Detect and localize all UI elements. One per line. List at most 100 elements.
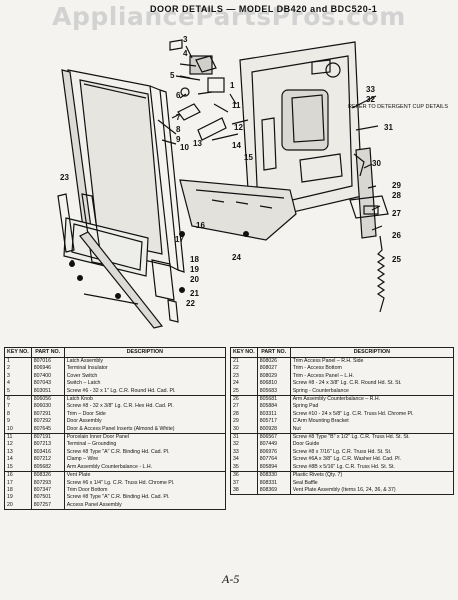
callout-16: 16: [196, 221, 205, 230]
part-number-cell: 807501: [30, 494, 65, 502]
part-number-cell: 808330: [256, 471, 291, 480]
part-number-cell: 803311: [256, 410, 291, 419]
key-number-cell: 10: [4, 425, 32, 434]
part-number-cell: 806056: [30, 395, 65, 404]
callout-3: 3: [183, 35, 188, 44]
part-number-cell: 806810: [256, 380, 291, 388]
key-number-cell: 5: [4, 387, 32, 396]
part-number-cell: 805683: [256, 387, 291, 396]
exploded-parts-diagram: REFER TO DETERGENT CUP DETAILS 3 4 5 6 7…: [57, 35, 448, 329]
col-header-description: DESCRIPTION: [63, 347, 227, 358]
description-cell: Screw #8 Type "B" x 1/2" Lg. C.R. Truss …: [289, 433, 455, 442]
key-number-cell: 32: [230, 441, 258, 449]
key-number-cell: 30: [230, 425, 258, 434]
key-number-cell: 17: [4, 479, 32, 487]
part-number-cell: 807400: [30, 372, 65, 381]
part-number-cell: 807347: [30, 486, 65, 495]
col-header-key: KEY NO.: [4, 347, 32, 358]
key-number-cell: 9: [4, 418, 32, 426]
part-number-cell: 805682: [30, 463, 65, 472]
callout-30: 30: [372, 159, 381, 168]
key-number-cell: 22: [230, 365, 258, 373]
key-number-cell: 34: [230, 456, 258, 464]
description-cell: Latch Assembly: [63, 357, 227, 366]
part-number-cell: 806946: [30, 365, 65, 373]
part-number-cell: 807191: [30, 433, 65, 442]
callout-21: 21: [190, 289, 199, 298]
part-number-cell: 805894: [256, 463, 291, 472]
part-number-cell: 808026: [256, 357, 291, 366]
callout-14: 14: [232, 141, 241, 150]
callout-8: 8: [176, 125, 181, 134]
description-cell: Vent Plate: [63, 471, 227, 480]
key-number-cell: 31: [230, 433, 258, 442]
part-number-cell: 808027: [256, 365, 291, 373]
key-number-cell: 26: [230, 395, 258, 404]
description-cell: C'Arm Mounting Bracket: [289, 418, 455, 426]
description-cell: Plastic Rivets (Qty. 7): [289, 471, 455, 480]
key-number-cell: 12: [4, 441, 32, 449]
key-number-cell: 38: [230, 486, 258, 496]
key-number-cell: 1: [4, 357, 32, 366]
callout-26: 26: [392, 231, 401, 240]
watermark: AppliancePartsPros.com: [52, 2, 406, 31]
key-number-cell: 33: [230, 448, 258, 457]
description-cell: Door Guide: [289, 441, 455, 449]
callout-12: 12: [234, 123, 243, 132]
key-number-cell: 15: [4, 463, 32, 472]
part-number-cell: 808326: [30, 471, 65, 480]
description-cell: Door Assembly: [63, 418, 227, 426]
key-number-cell: 29: [230, 418, 258, 426]
description-cell: Spring Pad: [289, 403, 455, 411]
key-number-cell: 4: [4, 380, 32, 388]
key-number-cell: 23: [230, 372, 258, 381]
description-cell: Terminal Insulator: [63, 365, 227, 373]
diagram-artwork: [57, 39, 389, 329]
callout-15: 15: [244, 153, 253, 162]
part-number-cell: 807293: [30, 479, 65, 487]
key-number-cell: 37: [230, 479, 258, 487]
col-header-key: KEY NO.: [230, 347, 258, 358]
part-number-cell: 803051: [30, 387, 65, 396]
description-cell: Trim - Access Panel – L.H.: [289, 372, 455, 381]
callout-labels: 3 4 5 6 7 8 9 10 11 1 12 13 14 15 16 17 …: [60, 35, 401, 308]
description-cell: Arm Assembly Counterbalance – R.H.: [289, 395, 455, 404]
part-number-cell: 807016: [30, 357, 65, 366]
part-number-cell: 806567: [256, 433, 291, 442]
part-number-cell: 807449: [256, 441, 291, 449]
description-cell: Screw #8 - 32 x 3/8" Lg. C.R. Hex Hd. Ca…: [63, 403, 227, 411]
description-cell: Access Panel Assembly: [63, 501, 227, 511]
callout-10: 10: [180, 143, 189, 152]
callout-9: 9: [176, 135, 181, 144]
part-number-cell: 805681: [256, 395, 291, 404]
part-number-cell: 808331: [256, 479, 291, 487]
callout-13: 13: [193, 139, 202, 148]
key-number-cell: 2: [4, 365, 32, 373]
key-number-cell: 11: [4, 433, 32, 442]
key-number-cell: 20: [4, 501, 32, 511]
callout-28: 28: [392, 191, 401, 200]
part-number-cell: 807043: [30, 380, 65, 388]
col-header-part: PART NO.: [30, 347, 65, 358]
key-number-cell: 8: [4, 410, 32, 419]
callout-24: 24: [232, 253, 241, 262]
page-number: A-5: [222, 572, 240, 586]
callout-27: 27: [392, 209, 401, 218]
description-cell: Screw #6 x 1/4" Lg. C.R. Truss Hd. Chrom…: [63, 479, 227, 487]
